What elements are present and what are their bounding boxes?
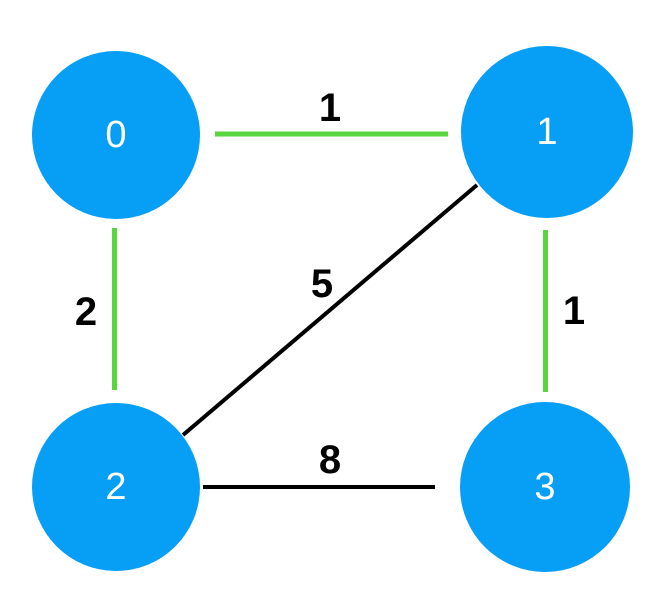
node-1-circle <box>461 46 633 218</box>
node-3-label: 3 <box>534 466 555 508</box>
edge-1-3-weight-label: 1 <box>563 289 585 333</box>
edge-2-3-weight-label: 8 <box>319 438 341 482</box>
edge-1-2-weight-label: 5 <box>311 262 333 306</box>
node-0-circle <box>32 51 200 219</box>
node-2-label: 2 <box>105 466 126 508</box>
edge-1-2-line <box>181 183 479 437</box>
node-0-label: 0 <box>105 114 126 156</box>
node-1-label: 1 <box>536 111 557 153</box>
node-3-circle <box>460 402 630 572</box>
edge-0-1-weight-label: 1 <box>319 86 341 130</box>
edge-0-2-weight-label: 2 <box>75 290 97 334</box>
node-2-circle <box>32 403 200 571</box>
